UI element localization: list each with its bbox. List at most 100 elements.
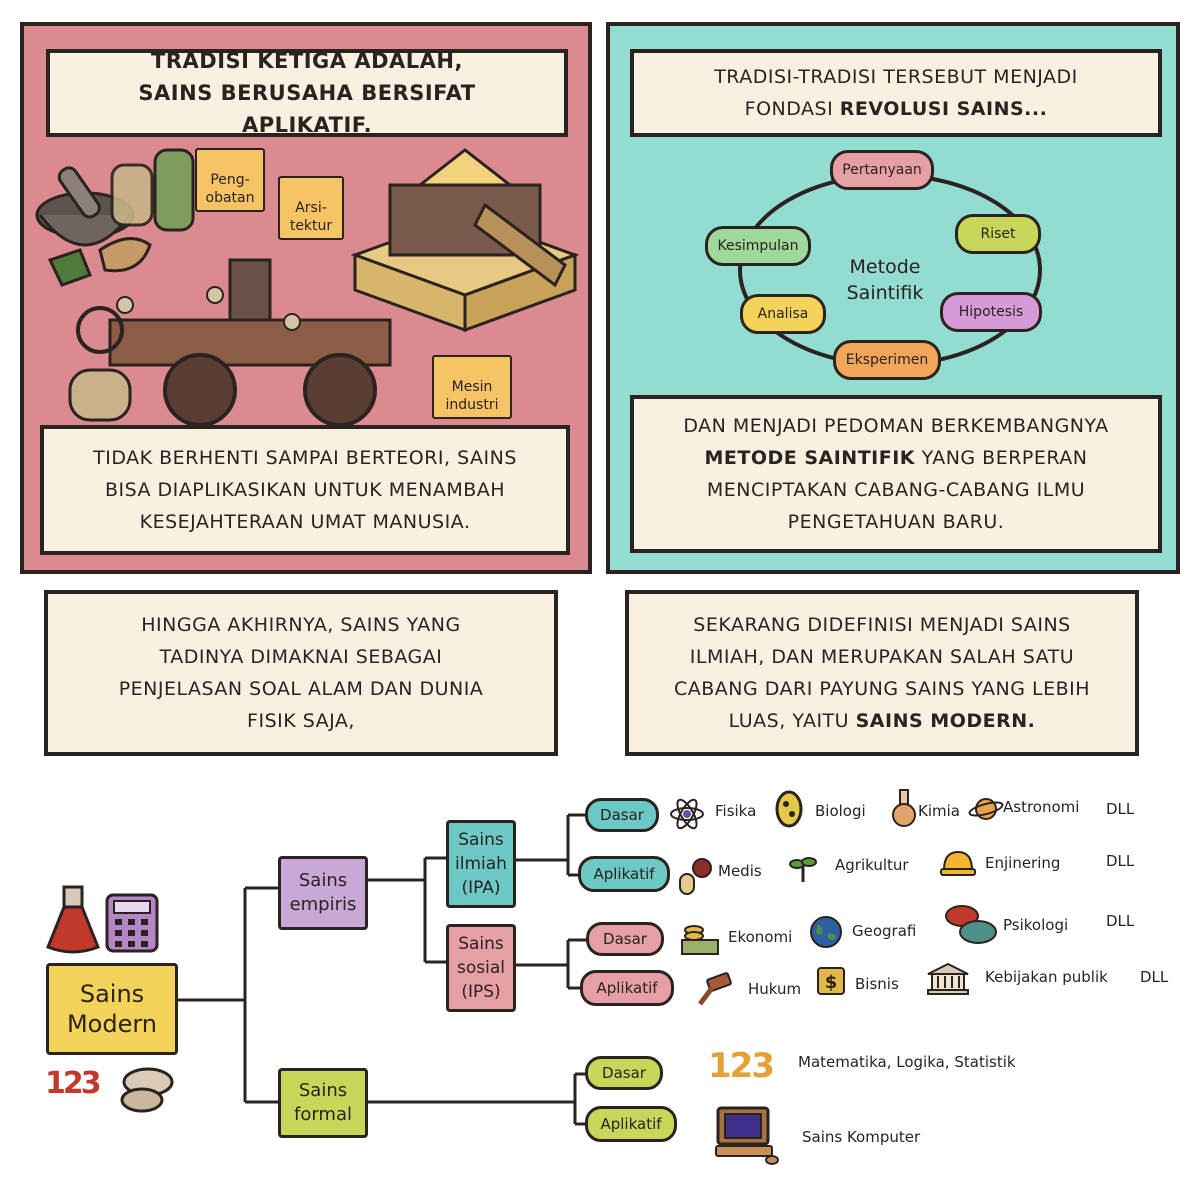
architecture-illustration [350,148,580,333]
caption-scientific-method-part2: YANG BERPERAN MENCIPTAKAN CABANG-CABANG … [706,447,1088,533]
field-ekonomi-text: Ekonomi [728,928,793,946]
dll-ips-dasar: DLL [1106,912,1134,930]
caption-until-finally: HINGGA AKHIRNYA, SAINS YANG TADINYA DIMA… [44,590,558,756]
field-kimia-text: Kimia [918,802,960,820]
field-enjinering: Enjinering [985,854,1060,872]
caption-modern-science-plain: SEKARANG DIDEFINISI MENJADI SAINS ILMIAH… [673,614,1091,732]
leaf-formal-dasar-text: Dasar [602,1064,646,1082]
cycle-eksperimen-text: Eksperimen [845,352,929,368]
caption-scientific-method-bold: METODE SAINTIFIK [704,447,916,469]
field-hukum: Hukum [748,980,801,998]
field-geografi-text: Geografi [852,922,917,940]
field-medis-text: Medis [718,862,762,880]
caption-until-finally-text: HINGGA AKHIRNYA, SAINS YANG TADINYA DIMA… [118,614,484,732]
leaf-ipa-dasar: Dasar [585,798,659,832]
node-sains-ilmiah-ipa-text: Sains ilmiah (IPA) [455,830,507,898]
dll-ipa-dasar: DLL [1106,800,1134,818]
tag-pengobatan-text: Peng- obatan [205,172,255,206]
field-hukum-text: Hukum [748,980,802,998]
cycle-pertanyaan: Pertanyaan [830,150,934,190]
cycle-pertanyaan-text: Pertanyaan [842,162,922,178]
caption-modern-science: SEKARANG DIDEFINISI MENJADI SAINS ILMIAH… [625,590,1139,756]
field-biologi: Biologi [815,802,866,820]
field-matematika-logika-statistik: Matematika, Logika, Statistik [798,1053,1016,1071]
field-geografi: Geografi [852,922,916,940]
leaf-ipa-aplikatif: Aplikatif [578,856,670,892]
dll-ips-aplikatif: DLL [1140,968,1168,986]
field-psikologi-text: Psikologi [1003,916,1069,934]
svg-text:$: $ [825,972,838,993]
caption-modern-science-bold: SAINS MODERN. [855,710,1036,732]
tag-arsitektur: Arsi- tektur [278,176,344,240]
tag-mesin-industri-text: Mesin industri [445,379,499,413]
leaf-ips-aplikatif: Aplikatif [580,970,674,1006]
dll-ips-aplikatif-text: DLL [1140,968,1169,986]
leaf-ips-dasar-text: Dasar [603,930,647,948]
field-matematika-logika-statistik-text: Matematika, Logika, Statistik [798,1053,1016,1071]
caption-third-tradition-text: TRADISI KETIGA ADALAH, SAINS BERUSAHA BE… [138,49,476,137]
field-kebijakan-publik: Kebijakan publik [985,968,1108,986]
sprout-icon [789,857,817,882]
tag-pengobatan: Peng- obatan [195,148,265,212]
caption-revolution: TRADISI-TRADISI TERSEBUT MENJADI FONDASI… [630,49,1162,137]
cycle-riset: Riset [955,214,1041,254]
hard-hat-icon [940,850,976,876]
node-sains-formal-text: Sains formal [294,1080,352,1125]
numbers-123-icon-text: 123 [708,1046,775,1086]
caption-scientific-method-part1: DAN MENJADI PEDOMAN BERKEMBANGNYA [683,415,1109,437]
field-sains-komputer-text: Sains Komputer [802,1128,921,1146]
computer-icon [715,1106,779,1165]
field-enjinering-text: Enjinering [985,854,1061,872]
caption-scientific-method-line1: DAN MENJADI PEDOMAN BERKEMBANGNYA METODE… [674,410,1118,538]
field-astronomi-text: Astronomi [1003,798,1080,816]
field-ekonomi: Ekonomi [728,928,792,946]
beaker-icon [892,789,916,827]
caption-third-tradition: TRADISI KETIGA ADALAH, SAINS BERUSAHA BE… [46,49,568,137]
cycle-kesimpulan: Kesimpulan [705,226,811,266]
cycle-kesimpulan-text: Kesimpulan [717,238,799,254]
chat-bubbles-icon [945,905,997,944]
field-sains-komputer: Sains Komputer [802,1128,920,1146]
planet-icon [968,798,1004,820]
numbers-icon: 123 [45,1066,102,1101]
node-sains-formal: Sains formal [278,1068,368,1138]
field-agrikultur-text: Agrikultur [835,856,909,874]
dll-ipa-aplikatif: DLL [1106,852,1134,870]
leaf-formal-aplikatif: Aplikatif [585,1106,677,1142]
calculator-icon [105,893,159,953]
flask-icon [46,885,100,954]
globe-icon [810,916,842,948]
caption-scientific-method: DAN MENJADI PEDOMAN BERKEMBANGNYA METODE… [630,395,1162,553]
cycle-center-text: Metode Saintifik [846,256,924,304]
cycle-hipotesis: Hipotesis [940,292,1042,332]
cycle-eksperimen: Eksperimen [833,340,941,380]
cycle-hipotesis-text: Hipotesis [958,304,1024,320]
field-agrikultur: Agrikultur [835,856,909,874]
node-sains-modern: Sains Modern [46,963,178,1055]
caption-revolution-plain: TRADISI-TRADISI TERSEBUT MENJADI FONDASI [714,66,1078,120]
leaf-formal-aplikatif-text: Aplikatif [600,1115,662,1133]
leaf-ips-dasar: Dasar [586,922,664,956]
tag-mesin-industri: Mesin industri [432,355,512,419]
cycle-analisa: Analisa [740,294,826,334]
building-icon [927,962,969,995]
node-sains-modern-text: Sains Modern [66,980,158,1038]
field-bisnis-text: Bisnis [855,975,899,993]
node-sains-ilmiah-ipa: Sains ilmiah (IPA) [446,820,516,908]
field-medis: Medis [718,862,762,880]
leaf-formal-dasar: Dasar [585,1056,663,1090]
dollar-icon: $ [817,967,845,995]
caption-applied-benefit-text: TIDAK BERHENTI SAMPAI BERTEORI, SAINS BI… [93,447,517,533]
cycle-analisa-text: Analisa [757,306,809,322]
pill-medicine-icon [679,858,712,895]
medicine-illustration [35,148,195,287]
gavel-icon [698,972,732,1006]
leaf-ips-aplikatif-text: Aplikatif [596,979,658,997]
node-sains-sosial-ips-text: Sains sosial (IPS) [457,934,505,1002]
dll-ipa-aplikatif-text: DLL [1106,852,1135,870]
dll-ips-dasar-text: DLL [1106,912,1135,930]
node-sains-empiris-text: Sains empiris [289,870,357,915]
tag-arsitektur-text: Arsi- tektur [289,200,333,234]
field-fisika-text: Fisika [715,802,757,820]
leaf-ipa-dasar-text: Dasar [600,806,644,824]
